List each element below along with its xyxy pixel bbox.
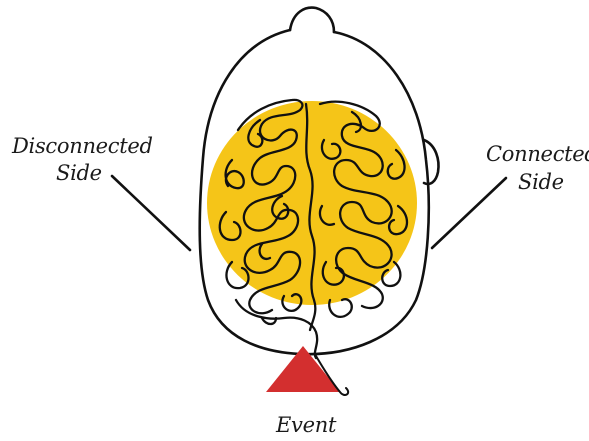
connected-label-line1: Connected [486, 142, 589, 166]
event-label: Event [275, 413, 337, 437]
disconnected-leader-line [112, 176, 190, 250]
disconnected-label-line2: Side [56, 161, 102, 185]
connected-leader-line [432, 178, 506, 248]
event-marker [266, 346, 348, 395]
connected-label-line2: Side [518, 170, 564, 194]
nose-icon [290, 8, 334, 32]
disconnected-label-line1: Disconnected [11, 134, 153, 158]
